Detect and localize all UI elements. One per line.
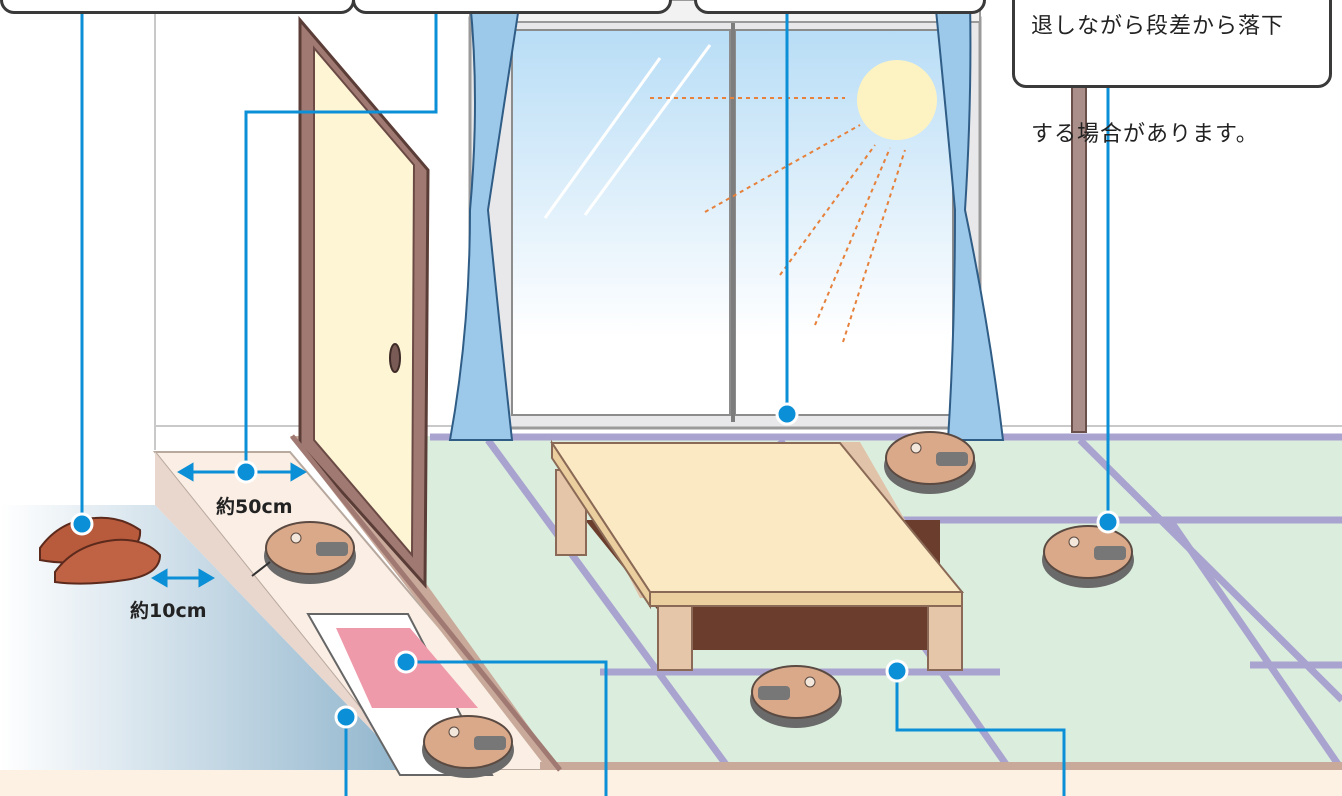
door-handle — [390, 344, 400, 372]
robot-cleaner — [1042, 526, 1134, 588]
callout-line-2: する場合があります。 — [1031, 117, 1321, 153]
callout-box-3 — [694, 0, 986, 14]
robot-cleaner — [750, 666, 842, 728]
callout-box-1 — [0, 0, 355, 14]
callout-box-2 — [352, 0, 672, 14]
robot-cleaner — [422, 716, 514, 778]
doorway-width-label: 約50cm — [216, 492, 293, 519]
callout-box-note: 退しながら段差から落下 する場合があります。 — [1012, 0, 1332, 88]
robot-cleaner — [884, 432, 976, 494]
window-pane-left — [512, 30, 730, 415]
shoe-gap-label: 約10cm — [130, 596, 207, 623]
callout-line-1: 退しながら段差から落下 — [1031, 9, 1321, 45]
front-floor — [0, 770, 1342, 796]
sun — [857, 60, 937, 140]
callout-text: 退しながら段差から落下 する場合があります。 — [1031, 0, 1321, 225]
